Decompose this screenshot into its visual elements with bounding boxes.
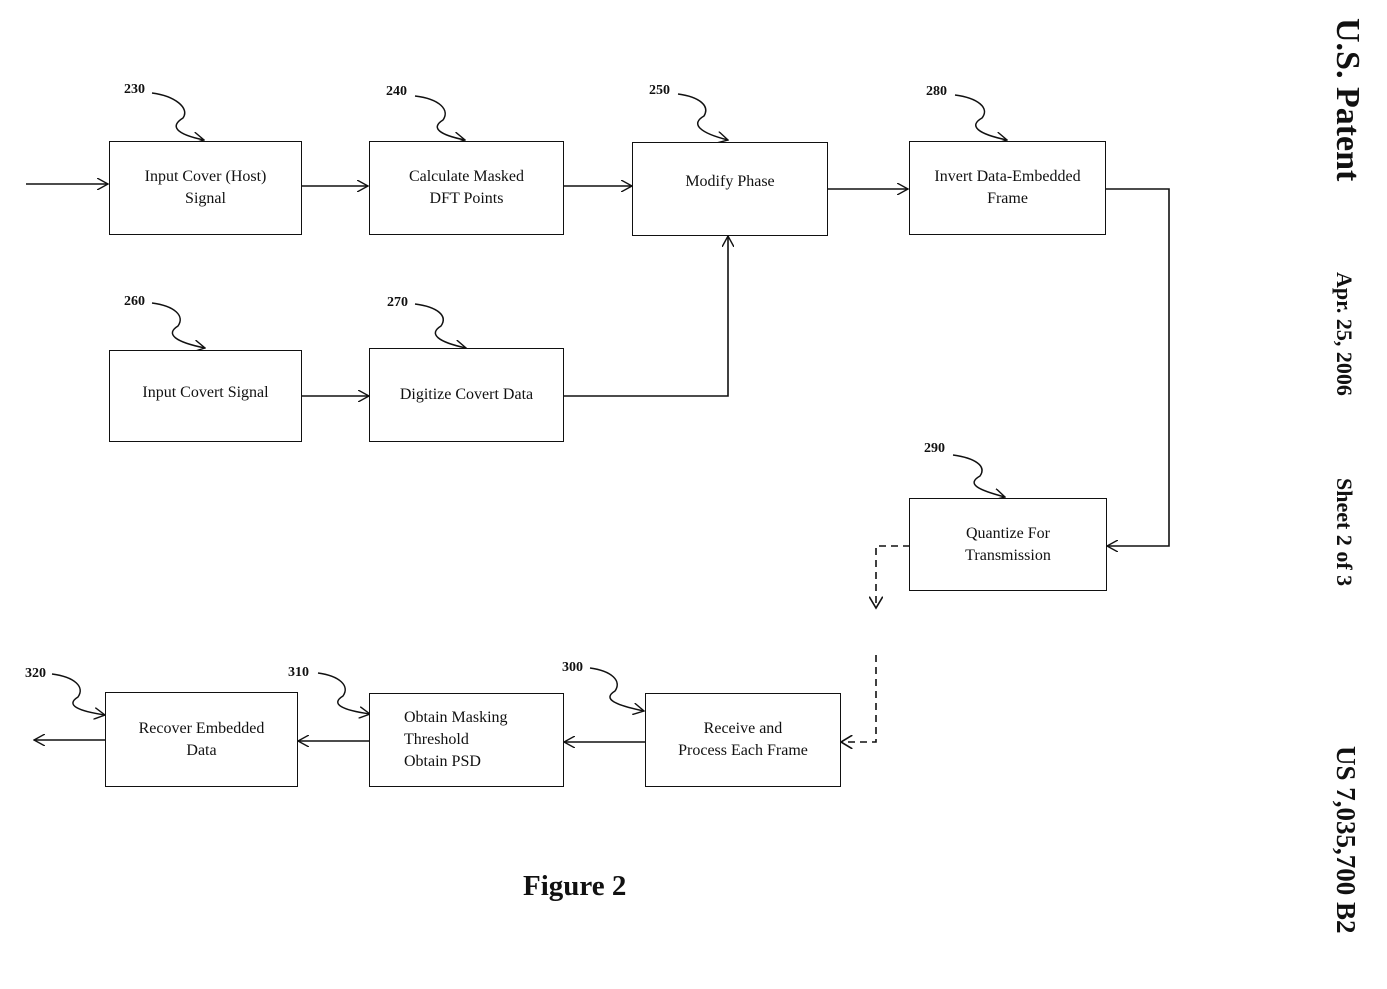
block-calculate-masked-dft: Calculate Masked DFT Points: [369, 141, 564, 235]
ref-310: 310: [288, 665, 309, 680]
ref-300: 300: [562, 660, 583, 675]
ref-280: 280: [926, 84, 947, 99]
ref-230: 230: [124, 82, 145, 97]
block-invert-data-embedded-frame: Invert Data-Embedded Frame: [909, 141, 1106, 235]
block-input-covert-signal: Input Covert Signal: [109, 350, 302, 442]
ref-270: 270: [387, 295, 408, 310]
patent-sheet: Sheet 2 of 3: [1332, 478, 1357, 587]
ref-240: 240: [386, 84, 407, 99]
patent-date: Apr. 25, 2006: [1332, 272, 1357, 396]
figure-caption: Figure 2: [523, 870, 627, 902]
ref-260: 260: [124, 294, 145, 309]
block-quantize-for-transmission: Quantize For Transmission: [909, 498, 1107, 591]
block-obtain-masking-threshold: Obtain Masking Threshold Obtain PSD: [369, 693, 564, 787]
leader-270: [414, 303, 466, 348]
leader-320: [51, 673, 105, 715]
block-digitize-covert-data: Digitize Covert Data: [369, 348, 564, 442]
block-recover-embedded-data: Recover Embedded Data: [105, 692, 298, 787]
patent-publisher: U.S. Patent: [1329, 18, 1366, 182]
leader-240: [414, 95, 465, 140]
connector-dashed-in-300: [841, 655, 877, 742]
block-input-cover-signal: Input Cover (Host) Signal: [109, 141, 302, 235]
block-modify-phase: Modify Phase: [632, 142, 828, 236]
ref-250: 250: [649, 83, 670, 98]
leader-230: [151, 92, 204, 140]
connector-270-250: [564, 236, 728, 397]
leader-260: [151, 302, 205, 348]
leader-290: [952, 454, 1005, 497]
block-receive-process-frame: Receive and Process Each Frame: [645, 693, 841, 787]
connector-290-dashed-out: [876, 545, 910, 608]
ref-320: 320: [25, 666, 46, 681]
connector-280-290: [1105, 188, 1170, 546]
leader-280: [954, 94, 1007, 140]
ref-290: 290: [924, 441, 945, 456]
leader-300: [589, 667, 644, 711]
leader-310: [317, 672, 370, 714]
patent-number: US 7,035,700 B2: [1331, 746, 1361, 934]
leader-250: [677, 93, 728, 140]
